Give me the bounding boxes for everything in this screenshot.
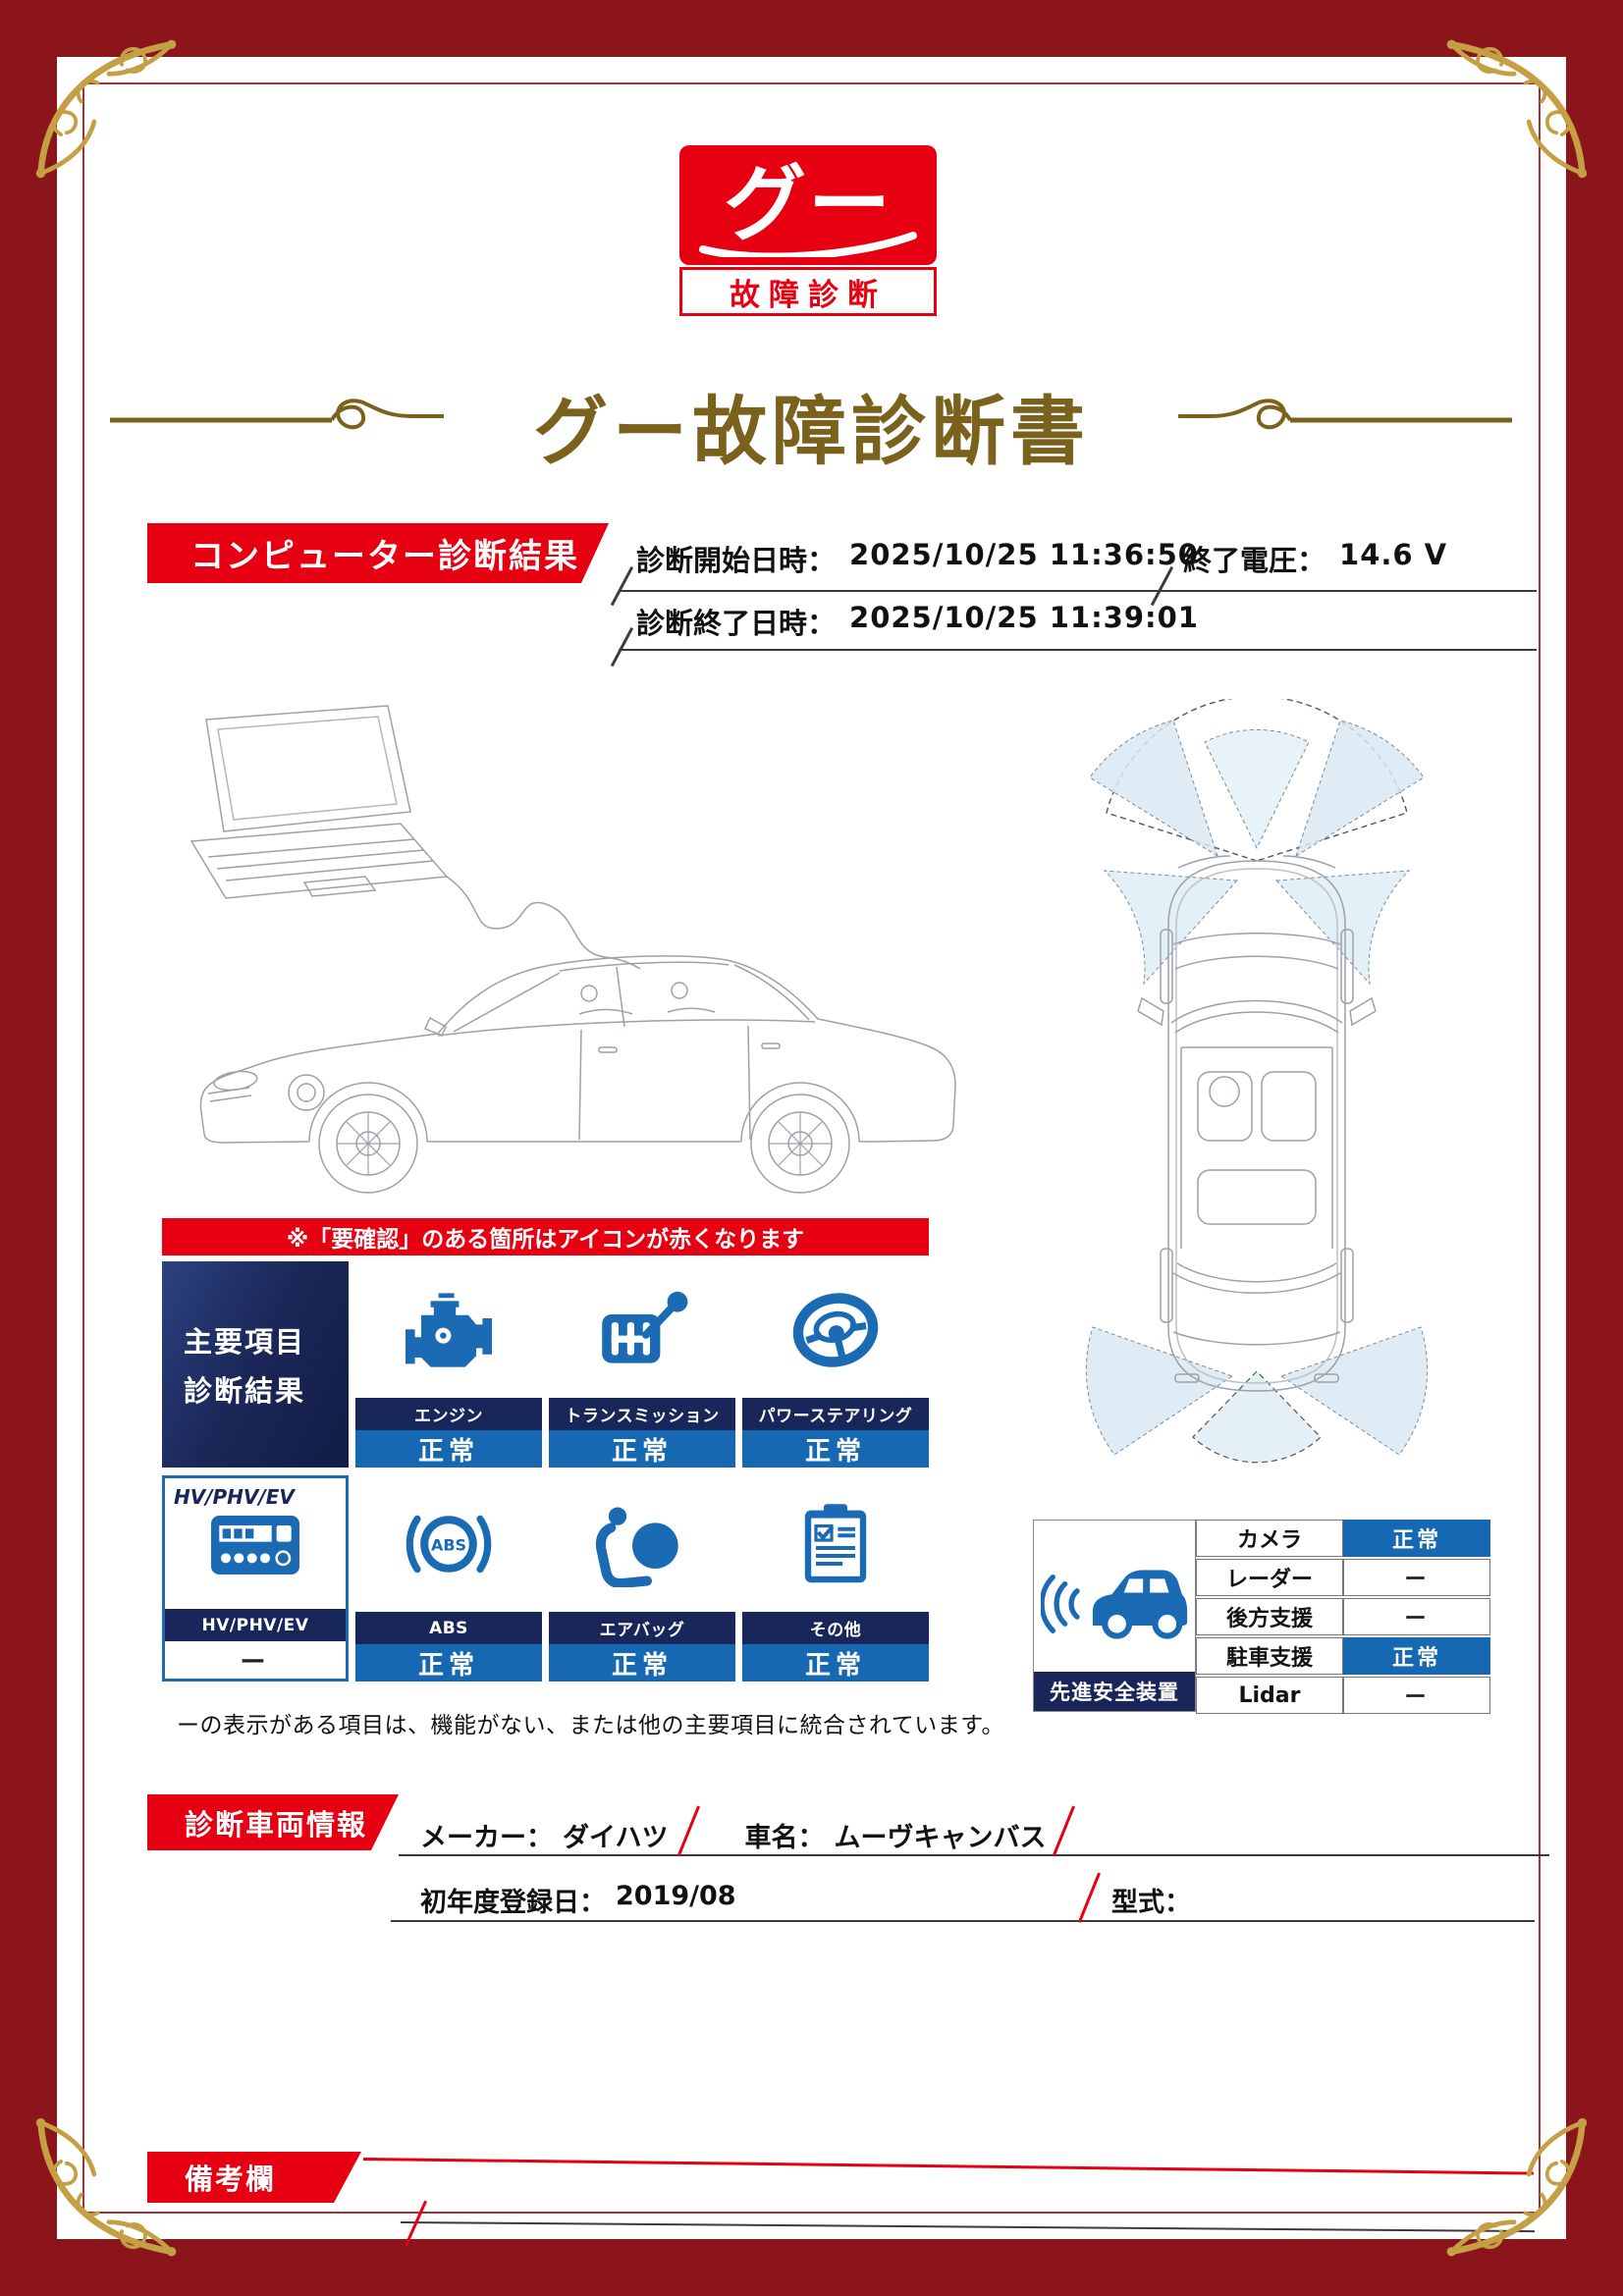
diag-cell-status: 正常 (549, 1644, 735, 1682)
diag-cell-label: ABS (355, 1612, 542, 1644)
main-grid-header-line1: 主要項目 (184, 1325, 306, 1359)
main-grid-header: 主要項目 診断結果 (162, 1261, 349, 1468)
diagnosis-start-row: 診断開始日時： 2025/10/25 11:36:50 (636, 538, 1199, 579)
rule-line (619, 590, 1537, 592)
diag-cell-airbag: エアバッグ 正常 (549, 1475, 735, 1682)
diag-cell-label: エンジン (355, 1398, 542, 1430)
end-voltage-value: 14.6 V (1339, 538, 1448, 571)
sensor-coverage-top-view-illustration (1085, 699, 1429, 1464)
airbag-icon (549, 1475, 735, 1612)
safety-row-name: Lidar (1196, 1677, 1343, 1714)
diagnosis-end-row: 診断終了日時： 2025/10/25 11:39:01 (636, 601, 1199, 642)
engine-icon (355, 1261, 542, 1398)
diag-cell-status: 正常 (742, 1644, 929, 1682)
hv-phv-ev-icon (206, 1511, 304, 1583)
title-flourish-right (1178, 399, 1512, 430)
diag-cell-status: 正常 (549, 1430, 735, 1468)
diagnosis-end-label: 診断終了日時： (636, 607, 837, 640)
car-name-value: ムーヴキャンバス (834, 1823, 1047, 1853)
diagnosis-start-value: 2025/10/25 11:36:50 (849, 538, 1199, 571)
diag-cell-other: その他 正常 (742, 1475, 929, 1682)
warning-note-bar: ※「要確認」のある箇所はアイコンが赤くなります (162, 1218, 929, 1255)
table-row: カメラ 正常 (1196, 1520, 1490, 1557)
gold-corner-ornament (35, 39, 177, 179)
first-registration-value: 2019/08 (616, 1881, 736, 1911)
remarks-banner: 備考欄 (147, 2152, 361, 2203)
diag-cell-label: HV/PHV/EV (165, 1609, 346, 1641)
diag-cell-hv-phv-ev: HV/PHV/EV HV/PHV/EV ー (162, 1475, 349, 1682)
safety-row-status: ー (1343, 1598, 1490, 1635)
goo-logo: グー (679, 145, 937, 265)
table-row: 駐車支援 正常 (1196, 1637, 1490, 1675)
diag-cell-power-steering: パワーステアリング 正常 (742, 1261, 929, 1468)
diag-cell-transmission: トランスミッション 正常 (549, 1261, 735, 1468)
safety-row-status: 正常 (1343, 1637, 1490, 1675)
computer-diagnosis-banner: コンピューター診断結果 (147, 523, 609, 583)
hv-title: HV/PHV/EV (174, 1485, 295, 1509)
safety-row-name: 後方支援 (1196, 1598, 1343, 1635)
maker-value: ダイハツ (563, 1823, 669, 1853)
safety-row-name: レーダー (1196, 1559, 1343, 1596)
rule-line (391, 1920, 1535, 1922)
safety-row-name: 駐車支援 (1196, 1637, 1343, 1675)
first-registration-label: 初年度登録日： (420, 1888, 606, 1918)
safety-car-icon (1034, 1521, 1195, 1672)
safety-device-table: カメラ 正常 レーダー ー 後方支援 ー 駐車支援 正常 Lidar ー (1196, 1520, 1490, 1716)
grid-footnote: ーの表示がある項目は、機能がない、または他の主要項目に統合されています。 (177, 1713, 1005, 1738)
diagnostic-laptop-car-illustration (189, 705, 956, 1194)
diag-cell-engine: エンジン 正常 (355, 1261, 542, 1468)
goo-logo-text: グー (723, 155, 893, 252)
title-flourish-left (110, 399, 444, 430)
logo-swoosh-icon (699, 232, 917, 257)
model-type-label: 型式： (1111, 1888, 1191, 1918)
rule-line (619, 649, 1537, 651)
maker-label: メーカー： (420, 1823, 553, 1853)
power-steering-icon (742, 1261, 929, 1398)
diag-cell-status: 正常 (355, 1644, 542, 1682)
abs-icon: ABS (355, 1475, 542, 1612)
end-voltage-label: 終了電圧： (1183, 544, 1326, 577)
vehicle-info-banner: 診断車両情報 (147, 1794, 399, 1850)
safety-device-cell: 先進安全装置 (1033, 1520, 1196, 1712)
table-row: 後方支援 ー (1196, 1598, 1490, 1635)
rule-line (399, 1854, 1549, 1856)
goo-logo-subtitle: 故障診断 (679, 267, 937, 316)
diag-cell-status: 正常 (742, 1430, 929, 1468)
safety-row-status: 正常 (1343, 1520, 1490, 1557)
vehicle-info-row-1: メーカー： ダイハツ 車名： ムーヴキャンバス (420, 1816, 1046, 1854)
table-row: レーダー ー (1196, 1559, 1490, 1596)
gold-corner-ornament (1446, 2117, 1588, 2257)
end-voltage-row: 終了電圧： 14.6 V (1183, 538, 1447, 579)
checklist-icon (742, 1475, 929, 1612)
car-name-label: 車名： (744, 1823, 825, 1853)
safety-row-name: カメラ (1196, 1520, 1343, 1557)
transmission-icon (549, 1261, 735, 1398)
diag-cell-label: トランスミッション (549, 1398, 735, 1430)
safety-row-status: ー (1343, 1559, 1490, 1596)
diagnosis-end-value: 2025/10/25 11:39:01 (849, 601, 1199, 634)
gold-corner-ornament (1446, 39, 1588, 179)
gold-corner-ornament (35, 2117, 177, 2257)
vehicle-info-row-2: 初年度登録日： 2019/08 (420, 1881, 736, 1919)
table-row: Lidar ー (1196, 1677, 1490, 1714)
main-grid-header-line2: 診断結果 (184, 1374, 306, 1408)
diag-cell-label: その他 (742, 1612, 929, 1644)
page-title: グー故障診断書 (533, 388, 1090, 475)
safety-row-status: ー (1343, 1677, 1490, 1714)
diag-cell-label: エアバッグ (549, 1612, 735, 1644)
diag-cell-status: ー (165, 1641, 346, 1679)
diagnosis-start-label: 診断開始日時： (636, 544, 837, 577)
diag-cell-label: パワーステアリング (742, 1398, 929, 1430)
safety-device-label: 先進安全装置 (1034, 1672, 1195, 1711)
svg-text:ABS: ABS (431, 1535, 466, 1554)
diag-cell-status: 正常 (355, 1430, 542, 1468)
diag-cell-abs: ABS ABS 正常 (355, 1475, 542, 1682)
